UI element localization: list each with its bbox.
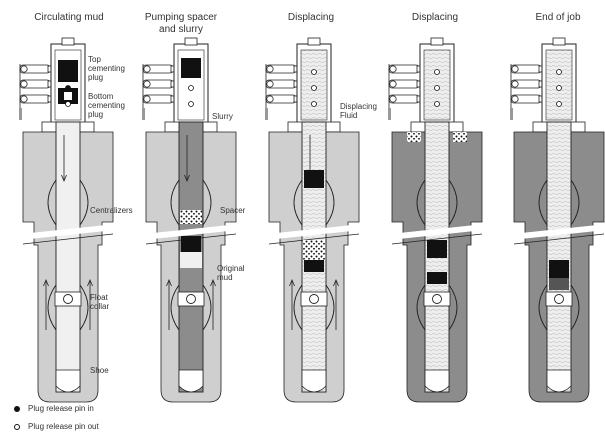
wellbore-stage-4 bbox=[388, 37, 484, 403]
legend-pin-in-label: Plug release pin in bbox=[28, 404, 94, 413]
label-shoe: Shoe bbox=[90, 366, 109, 375]
label-slurry: Slurry bbox=[212, 112, 233, 121]
wellbore-stage-1 bbox=[19, 37, 115, 403]
label-displacing-fluid: Displacing Fluid bbox=[340, 102, 377, 120]
filled-dot-icon bbox=[14, 405, 20, 412]
label-float-collar: Float collar bbox=[90, 293, 110, 311]
label-bottom-cementing-plug: Bottom cementing plug bbox=[88, 92, 125, 119]
stage-title-displacing-2: Displacing bbox=[411, 12, 459, 23]
label-original-mud: Original mud bbox=[217, 264, 245, 282]
stage-title-pumping: Pumping spacer and slurry bbox=[144, 12, 218, 35]
label-top-cementing-plug: Top cementing plug bbox=[88, 55, 125, 82]
wellbore-stage-5 bbox=[510, 37, 605, 403]
stage-title-end-of-job: End of job bbox=[535, 12, 581, 23]
legend-pin-in: Plug release pin in bbox=[14, 404, 94, 413]
wellbore-stage-2 bbox=[142, 37, 238, 403]
stage-title-circulating: Circulating mud bbox=[34, 12, 104, 23]
hollow-dot-icon bbox=[14, 423, 20, 430]
label-spacer: Spacer bbox=[220, 206, 246, 215]
legend-pin-out: Plug release pin out bbox=[14, 422, 99, 431]
wellbore-stage-3 bbox=[265, 37, 361, 403]
label-centralizers: Centralizers bbox=[90, 206, 133, 215]
legend-pin-out-label: Plug release pin out bbox=[28, 422, 99, 431]
stage-title-displacing-1: Displacing bbox=[287, 12, 335, 23]
